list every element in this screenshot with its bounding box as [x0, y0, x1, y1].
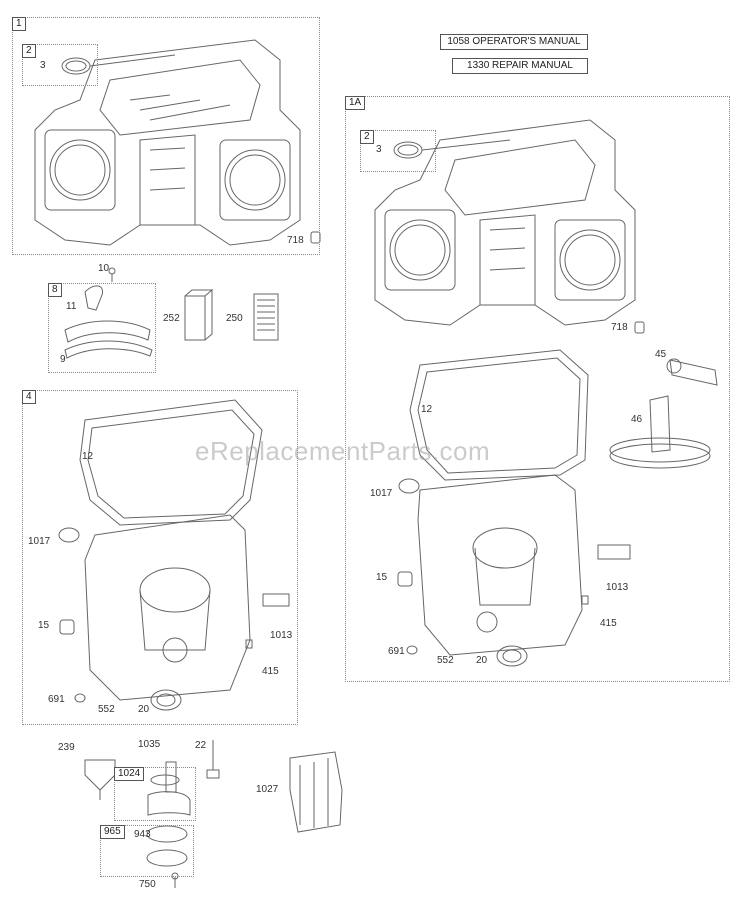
- part-label-12[interactable]: 12: [82, 451, 94, 462]
- gasket-drawing: [79, 399, 263, 526]
- group-1-frame: [12, 17, 320, 255]
- part-label-15[interactable]: 15: [38, 620, 50, 631]
- part-label-15-1a[interactable]: 15: [376, 572, 388, 583]
- group-4-tag[interactable]: 4: [22, 390, 36, 404]
- part-label-1017[interactable]: 1017: [28, 536, 51, 547]
- group-2-tag-b[interactable]: 2: [360, 130, 374, 144]
- part-label-718-1a[interactable]: 718: [611, 322, 628, 333]
- group-8-frame: [48, 283, 156, 373]
- part-label-252[interactable]: 252: [163, 313, 180, 324]
- part-label-1013-1a[interactable]: 1013: [606, 582, 629, 593]
- part-label-10[interactable]: 10: [98, 263, 110, 274]
- part-label-22[interactable]: 22: [195, 740, 207, 751]
- part-label-3-1a[interactable]: 3: [376, 144, 382, 155]
- watermark: eReplacementParts.com: [195, 436, 491, 466]
- part-label-239[interactable]: 239: [58, 742, 75, 753]
- part-label-750[interactable]: 750: [139, 879, 156, 890]
- group-2-frame-a: [22, 44, 98, 86]
- group-1a-frame: [345, 96, 730, 682]
- part-label-11[interactable]: 11: [66, 301, 77, 312]
- part-label-45[interactable]: 45: [655, 349, 667, 360]
- breather-tube-drawing: [84, 285, 104, 311]
- oil-sump-drawing: [84, 514, 251, 701]
- group-1a-tag[interactable]: 1A: [345, 96, 366, 110]
- group-8-tag[interactable]: 8: [48, 283, 62, 297]
- repair-manual-tag[interactable]: 1330 REPAIR MANUAL: [452, 58, 588, 74]
- part-label-552-1a[interactable]: 552: [437, 655, 454, 666]
- part-label-20[interactable]: 20: [138, 704, 150, 715]
- part-label-46[interactable]: 46: [631, 414, 643, 425]
- operators-manual-tag[interactable]: 1058 OPERATOR'S MANUAL: [440, 34, 588, 50]
- part-label-691-1a[interactable]: 691: [388, 646, 405, 657]
- part-label-718[interactable]: 718: [287, 235, 304, 246]
- group-1-tag[interactable]: 1: [12, 17, 26, 31]
- part-label-9[interactable]: 9: [60, 354, 66, 365]
- part-label-691[interactable]: 691: [48, 694, 65, 705]
- engine-block-drawing: [34, 39, 301, 246]
- part-label-1017-1a[interactable]: 1017: [370, 488, 393, 499]
- group-1024-tag[interactable]: 1024: [114, 767, 145, 781]
- group-2-frame-b: [360, 130, 436, 172]
- group-1024-frame: [114, 767, 196, 821]
- part-label-943[interactable]: 943: [134, 829, 151, 840]
- part-label-552[interactable]: 552: [98, 704, 115, 715]
- part-label-415[interactable]: 415: [262, 666, 279, 677]
- part-label-1027[interactable]: 1027: [256, 784, 279, 795]
- part-label-415-1a[interactable]: 415: [600, 618, 617, 629]
- group-2-tag-a[interactable]: 2: [22, 44, 36, 58]
- part-label-12-1a[interactable]: 12: [421, 404, 433, 415]
- group-4-frame: [22, 390, 298, 725]
- part-label-250[interactable]: 250: [226, 313, 243, 324]
- part-label-3[interactable]: 3: [40, 60, 46, 71]
- group-965-tag[interactable]: 965: [100, 825, 125, 839]
- part-label-1035[interactable]: 1035: [138, 739, 161, 750]
- group-965-frame: [100, 825, 194, 877]
- part-label-1013[interactable]: 1013: [270, 630, 293, 641]
- part-label-20-1a[interactable]: 20: [476, 655, 488, 666]
- engine-block-drawing-1a: [374, 119, 636, 326]
